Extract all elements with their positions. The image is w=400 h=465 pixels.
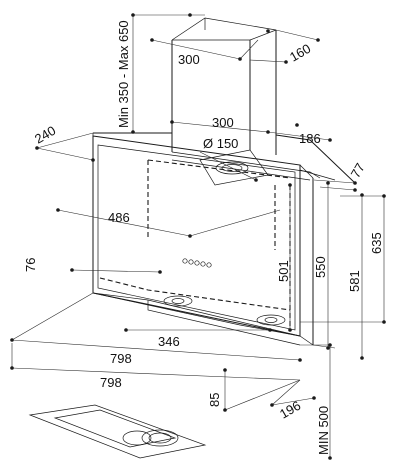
hidden-body-outline — [99, 159, 291, 330]
panel-height-label: 501 — [276, 260, 291, 282]
hood-top — [92, 132, 356, 184]
total-width-label: 798 — [100, 375, 122, 390]
dimension-labels: Min 350 - Max 650 300 160 300 186 Ø 150 … — [23, 20, 384, 455]
hood-bottom — [92, 292, 301, 346]
side-offset-label: 76 — [23, 258, 38, 272]
dimension-lines — [10, 13, 386, 460]
body-height-label: 581 — [347, 270, 362, 292]
total-height-label: 635 — [369, 232, 384, 254]
chimney-width-label: 300 — [178, 52, 200, 67]
filter-width-label: 346 — [158, 334, 180, 349]
height-range-label: Min 350 - Max 650 — [116, 20, 131, 128]
panel-height-outer-label: 550 — [313, 256, 328, 278]
chimney — [171, 17, 277, 155]
min-above-hob-label: MIN 500 — [316, 406, 331, 455]
duct-diameter-label: Ø 150 — [203, 136, 238, 151]
outlet-width-label: 300 — [212, 115, 234, 130]
outlet-offset-label: 186 — [299, 131, 321, 146]
top-gap-label: 77 — [348, 160, 368, 180]
cooktop — [28, 404, 207, 459]
control-buttons — [182, 258, 212, 268]
bottom-height-label: 85 — [207, 393, 222, 407]
side-depth-label: 240 — [32, 123, 58, 147]
glass-width-label: 486 — [108, 210, 130, 225]
chimney-depth-label: 160 — [287, 41, 313, 65]
front-width-label: 798 — [110, 351, 132, 366]
bottom-depth-label: 196 — [277, 398, 303, 422]
